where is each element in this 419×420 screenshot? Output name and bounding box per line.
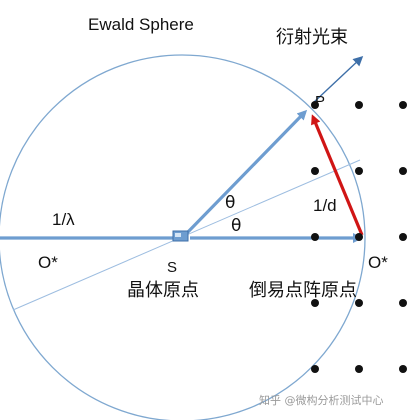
lattice-point bbox=[355, 365, 363, 373]
lattice-point bbox=[311, 167, 319, 175]
lattice-point bbox=[355, 233, 363, 241]
diffracted-beam-extension bbox=[312, 55, 364, 104]
lattice-point bbox=[399, 101, 407, 109]
lattice-point bbox=[399, 167, 407, 175]
origin-right-label: O* bbox=[368, 253, 388, 272]
lattice-point bbox=[399, 365, 407, 373]
crystal-highlight bbox=[175, 233, 181, 237]
lattice-point bbox=[311, 365, 319, 373]
theta-lower-label: θ bbox=[231, 216, 241, 236]
lattice-point bbox=[311, 299, 319, 307]
lattice-point bbox=[355, 101, 363, 109]
lattice-point bbox=[399, 299, 407, 307]
reciprocal-vector bbox=[311, 114, 364, 236]
inverse-lambda-label: 1/λ bbox=[52, 210, 75, 229]
diagram-title: Ewald Sphere bbox=[88, 15, 194, 34]
reciprocal-lattice bbox=[311, 101, 407, 373]
lattice-point bbox=[311, 233, 319, 241]
watermark: 知乎 @微构分析测试中心 bbox=[259, 393, 384, 407]
ewald-sphere-circle bbox=[0, 54, 366, 420]
lattice-point bbox=[311, 101, 319, 109]
diffracted-beam-vector bbox=[184, 109, 308, 236]
theta-upper-label: θ bbox=[225, 193, 235, 213]
reciprocal-origin-label: 倒易点阵原点 bbox=[249, 280, 357, 301]
diffracted-beam-label: 衍射光束 bbox=[276, 27, 348, 48]
crystal-origin-label: 晶体原点 bbox=[127, 280, 199, 301]
point-s-label: S bbox=[167, 259, 177, 276]
lattice-point bbox=[355, 299, 363, 307]
point-p-label: P bbox=[315, 93, 325, 110]
lattice-point bbox=[399, 233, 407, 241]
inverse-d-label: 1/d bbox=[313, 196, 337, 215]
origin-left-label: O* bbox=[38, 253, 58, 272]
lattice-point bbox=[355, 167, 363, 175]
